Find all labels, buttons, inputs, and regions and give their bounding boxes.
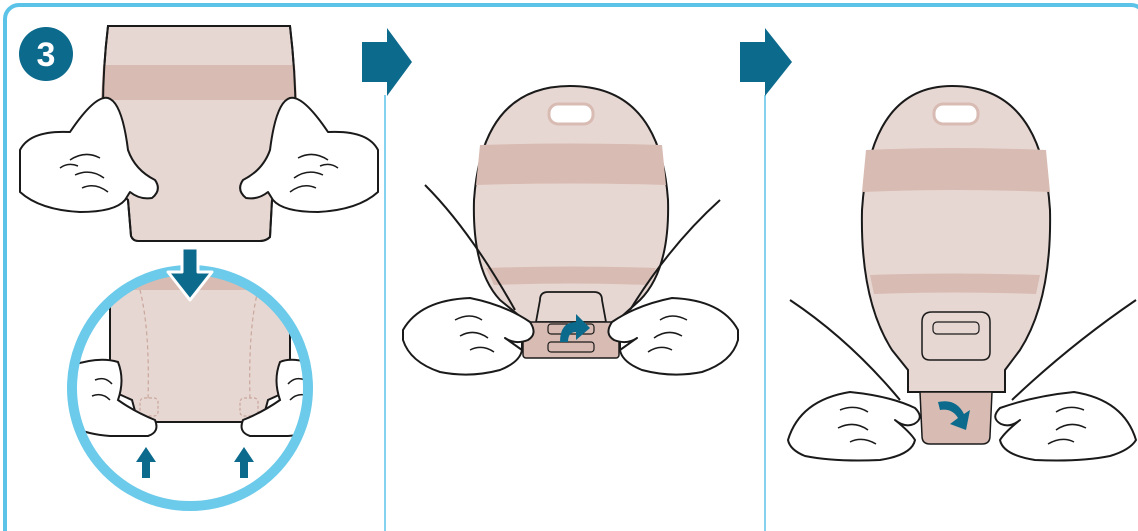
step-number: 3 (37, 36, 56, 74)
panel-3-pouch-lock-tab-down-icon (787, 84, 1137, 462)
next-arrow-icon (740, 28, 792, 96)
next-arrow-icon (362, 28, 412, 96)
panel-2-pouch-lock-tab-up-icon (402, 84, 739, 376)
down-arrow-icon (166, 246, 214, 302)
frame-border (3, 3, 1138, 531)
step-badge: 3 (19, 27, 73, 81)
panel-1-pouch-fold-closure-icon (19, 25, 379, 511)
